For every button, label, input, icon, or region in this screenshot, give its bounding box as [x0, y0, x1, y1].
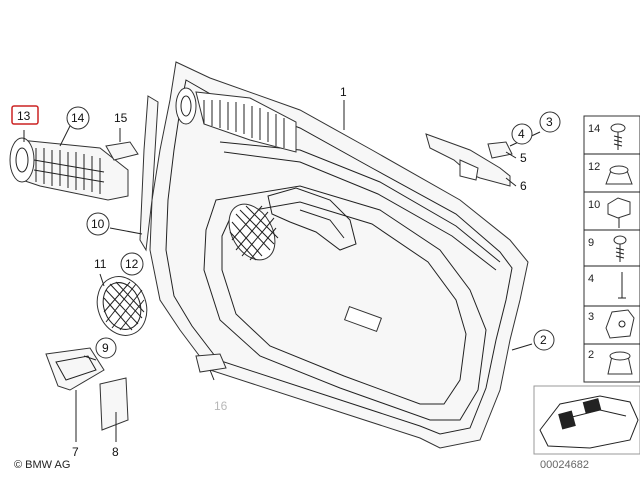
storage-pocket-7 — [45, 347, 105, 391]
copyright-text: © BMW AG — [14, 459, 70, 471]
callout-3: 3 — [539, 111, 561, 133]
insulation-pad-8 — [99, 377, 129, 431]
callout-label: 15 — [114, 111, 128, 125]
cover-cap-15 — [105, 141, 139, 161]
callout-label: 2 — [540, 333, 547, 347]
callout-14: 14 — [66, 106, 90, 130]
callout-label: 10 — [91, 217, 105, 231]
panel-label: 3 — [588, 311, 594, 323]
callout-label: 3 — [546, 115, 553, 129]
panel-speaker-grille — [228, 203, 279, 261]
callout-label: 16 — [214, 399, 228, 413]
callout-label: 8 — [112, 445, 119, 459]
callout-11: 11 — [94, 257, 107, 271]
panel-label: 9 — [588, 237, 594, 249]
callout-label: 6 — [520, 179, 527, 193]
panel-label: 2 — [588, 349, 594, 361]
callout-8: 8 — [112, 445, 119, 459]
bracket-16 — [195, 353, 227, 373]
callout-6: 6 — [520, 179, 527, 193]
callout-label: 7 — [72, 445, 79, 459]
diagram-number: 00024682 — [540, 459, 589, 471]
trim-strip — [139, 95, 159, 252]
small-parts-panel: 14 12 10 9 4 3 2 — [583, 115, 640, 383]
callout-1: 1 — [340, 85, 347, 99]
callout-label: 13 — [17, 109, 31, 123]
callout-12: 12 — [120, 252, 144, 276]
leader-lines — [23, 100, 541, 442]
callout-label: 4 — [518, 127, 525, 141]
callout-label: 12 — [125, 257, 139, 271]
callout-16: 16 — [214, 399, 228, 413]
callout-label: 9 — [102, 341, 109, 355]
door-trim-panel — [149, 61, 529, 449]
vent-nozzle-assembly — [9, 137, 129, 201]
callout-15: 15 — [114, 111, 128, 125]
panel-label: 14 — [588, 123, 600, 135]
callout-label: 1 — [340, 85, 347, 99]
vehicle-location-thumbnail — [533, 385, 640, 455]
panel-label: 10 — [588, 199, 600, 211]
callout-5: 5 — [520, 151, 527, 165]
callout-2: 2 — [533, 329, 555, 351]
callout-label: 5 — [520, 151, 527, 165]
bracket-assembly-6 — [425, 133, 513, 187]
callout-9: 9 — [95, 337, 117, 359]
callout-10: 10 — [86, 212, 110, 236]
callout-label: 11 — [94, 257, 107, 271]
callout-label: 14 — [71, 111, 85, 125]
panel-label: 12 — [588, 161, 600, 173]
callout-4: 4 — [511, 123, 533, 145]
callout-13-highlighted[interactable]: 13 — [11, 105, 39, 125]
callout-7: 7 — [72, 445, 79, 459]
panel-label: 4 — [588, 273, 594, 285]
speaker-grille-11 — [96, 276, 148, 336]
